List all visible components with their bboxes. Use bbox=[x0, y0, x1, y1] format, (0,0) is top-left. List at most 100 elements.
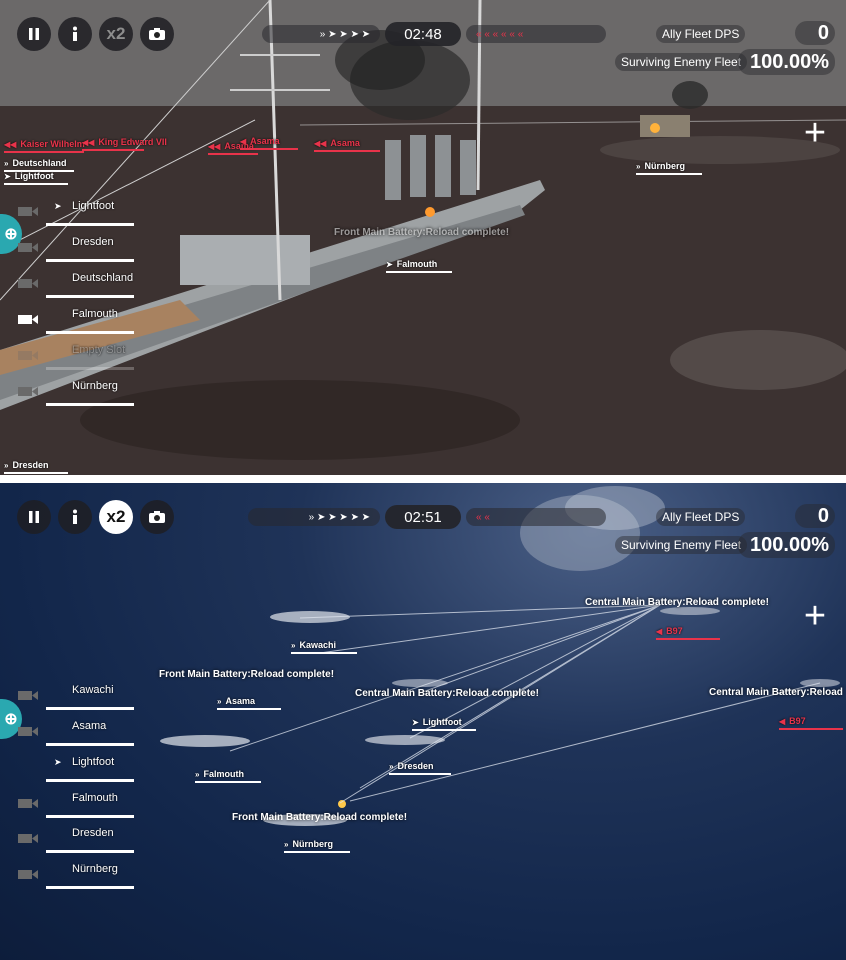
fleet-slot[interactable]: Dresden bbox=[18, 232, 136, 268]
chevron-left-icon: ◀◀ bbox=[314, 139, 327, 148]
chevron-right-icon: » bbox=[636, 162, 641, 171]
fleet-slot[interactable]: Nürnberg bbox=[18, 859, 136, 895]
flag-icon: ➤ bbox=[4, 172, 11, 181]
pause-icon bbox=[29, 511, 39, 523]
fleet-ship-name: Lightfoot bbox=[72, 200, 115, 212]
flag-icon: ➤ bbox=[412, 718, 419, 727]
enemy-ship-tag[interactable]: ◀Asama bbox=[240, 136, 298, 150]
enemy-ship-tag[interactable]: ◀B97 bbox=[779, 716, 843, 730]
side-panel-tab[interactable]: ⊕ bbox=[0, 699, 22, 739]
ship-health-bar bbox=[46, 367, 134, 370]
fleet-slot[interactable]: Kawachi bbox=[18, 680, 136, 716]
ship-health-bar bbox=[46, 403, 134, 406]
fleet-slot[interactable]: Nürnberg bbox=[18, 376, 136, 412]
battle-timer: 02:51 bbox=[385, 505, 461, 529]
chevron-right-icon: » bbox=[284, 840, 289, 849]
battle-message: Central Main Battery:Reload complete! bbox=[585, 597, 769, 608]
pause-button[interactable] bbox=[17, 500, 51, 534]
pause-button[interactable] bbox=[17, 17, 51, 51]
camera-icon bbox=[18, 724, 38, 736]
ally-ship-tag[interactable]: »Dresden bbox=[389, 761, 451, 775]
enemy-fleet-indicator: « « bbox=[466, 508, 606, 526]
ally-ship-tag[interactable]: »Deutschland bbox=[4, 158, 74, 172]
surviving-enemy-label: Surviving Enemy Fleet bbox=[615, 53, 748, 71]
enemy-ship-tag[interactable]: ◀◀Asama bbox=[314, 138, 380, 152]
ally-ship-tag[interactable]: »Nürnberg bbox=[284, 839, 350, 853]
chevron-right-icon: » bbox=[4, 159, 9, 168]
ally-ship-tag[interactable]: »Nürnberg bbox=[636, 161, 702, 175]
ally-ship-tag[interactable]: ➤Lightfoot bbox=[4, 171, 68, 185]
fleet-ship-name: Falmouth bbox=[72, 308, 118, 320]
ally-dps-value: 0 bbox=[795, 21, 835, 45]
ally-ship-tag[interactable]: »Asama bbox=[217, 696, 281, 710]
ship-health-bar bbox=[46, 886, 134, 889]
chevron-right-icon: » bbox=[389, 762, 394, 771]
battle-message: Front Main Battery:Reload complete! bbox=[232, 812, 408, 823]
enemy-ship-tag[interactable]: ◀◀King Edward VII bbox=[82, 137, 167, 151]
add-button[interactable]: + bbox=[803, 112, 827, 154]
ally-ship-tag[interactable]: »Dresden bbox=[4, 460, 68, 474]
chevron-left-icon: ◀◀ bbox=[82, 138, 95, 147]
ally-ship-tag[interactable]: ➤Lightfoot bbox=[412, 717, 476, 731]
battle-message: Front Main Battery:Reload complete! bbox=[334, 227, 510, 238]
chevron-left-icon: ◀◀ bbox=[208, 142, 221, 151]
fleet-slot[interactable]: ➤ Lightfoot bbox=[18, 752, 136, 788]
ship-health-bar bbox=[46, 850, 134, 853]
ally-ship-tag[interactable]: »Kawachi bbox=[291, 640, 357, 654]
ally-dps-label: Ally Fleet DPS bbox=[656, 508, 746, 526]
info-button[interactable] bbox=[58, 17, 92, 51]
fleet-slot[interactable]: Deutschland bbox=[18, 268, 136, 304]
enemy-ship-tag[interactable]: ◀B97 bbox=[656, 626, 720, 640]
battle-message: Central Main Battery:Reload bbox=[709, 687, 843, 698]
chevron-right-icon: » bbox=[291, 641, 296, 650]
add-button[interactable]: + bbox=[803, 595, 827, 637]
camera-icon bbox=[149, 511, 165, 523]
ally-ship-tag[interactable]: »Falmouth bbox=[195, 769, 261, 783]
fleet-slot[interactable]: ➤ Lightfoot bbox=[18, 196, 136, 232]
screenshot-divider bbox=[0, 475, 846, 483]
fleet-ship-name: Nürnberg bbox=[72, 863, 118, 875]
ship-health-bar bbox=[46, 779, 134, 782]
fleet-slot[interactable]: Dresden bbox=[18, 823, 136, 859]
chevron-right-icon: » bbox=[195, 770, 200, 779]
ship-health-bar bbox=[46, 815, 134, 818]
surviving-enemy-value: 100.00% bbox=[738, 49, 835, 75]
side-panel-tab[interactable]: ⊕ bbox=[0, 214, 22, 254]
surviving-enemy-label: Surviving Enemy Fleet bbox=[615, 536, 748, 554]
chevron-right-icon: » bbox=[4, 461, 9, 470]
enemy-ship-tag[interactable]: ◀◀Kaiser Wilhelm bbox=[4, 139, 85, 153]
camera-icon bbox=[18, 204, 38, 216]
ally-fleet-indicator: » ➤ ➤ ➤ ➤ bbox=[262, 25, 380, 43]
speed-toggle-button[interactable]: x2 bbox=[99, 17, 133, 51]
ship-health-bar bbox=[46, 743, 134, 746]
fleet-slot[interactable]: Asama bbox=[18, 716, 136, 752]
fleet-ship-name: Dresden bbox=[72, 827, 114, 839]
fleet-slot-empty[interactable]: Empty Slot bbox=[18, 340, 136, 376]
ship-health-bar bbox=[46, 259, 134, 262]
enemy-fleet-indicator: « « « « « « bbox=[466, 25, 606, 43]
fleet-slot[interactable]: Falmouth bbox=[18, 788, 136, 824]
info-icon bbox=[73, 509, 77, 524]
camera-icon bbox=[18, 688, 38, 700]
chevron-left-icon: ◀ bbox=[240, 137, 247, 146]
enemy-ship-tag[interactable]: ◀◀Asama bbox=[208, 141, 258, 155]
battle-scene-background bbox=[0, 0, 846, 475]
battle-message: Front Main Battery:Reload complete! bbox=[159, 669, 335, 680]
chevron-left-icon: ◀ bbox=[656, 627, 663, 636]
battle-view-bottom: x2 » ➤ ➤ ➤ ➤ ➤ 02:51 « « Ally Fleet DPS … bbox=[0, 483, 846, 960]
fleet-ship-name: Dresden bbox=[72, 236, 114, 248]
info-button[interactable] bbox=[58, 500, 92, 534]
camera-button[interactable] bbox=[140, 17, 174, 51]
surviving-enemy-value: 100.00% bbox=[738, 532, 835, 558]
fleet-ship-name: Deutschland bbox=[72, 272, 134, 284]
ally-ship-tag[interactable]: ➤Falmouth bbox=[386, 259, 452, 273]
speed-toggle-button[interactable]: x2 bbox=[99, 500, 133, 534]
camera-button[interactable] bbox=[140, 500, 174, 534]
fleet-ship-name: Empty Slot bbox=[72, 344, 126, 356]
camera-icon bbox=[18, 312, 38, 324]
flag-icon: ➤ bbox=[386, 260, 393, 269]
camera-icon bbox=[18, 276, 38, 288]
fleet-slot[interactable]: Falmouth bbox=[18, 304, 136, 340]
camera-icon bbox=[18, 348, 38, 360]
fleet-ship-name: Falmouth bbox=[72, 792, 118, 804]
